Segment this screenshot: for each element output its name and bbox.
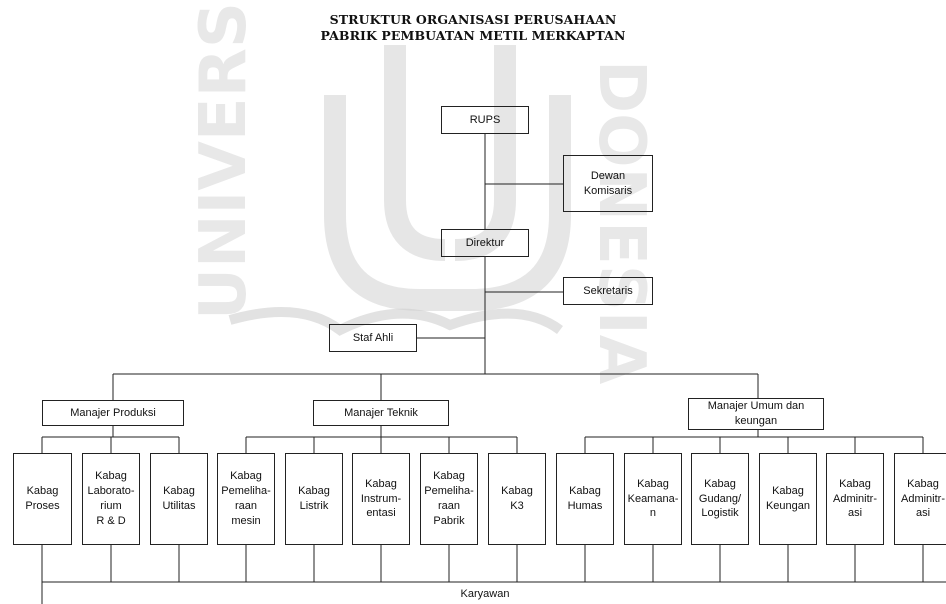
node-kabag-proses: Kabag Proses: [13, 453, 72, 545]
node-kabag-laboratorium: Kabag Laborato- rium R & D: [82, 453, 140, 545]
node-kabag-listrik: Kabag Listrik: [285, 453, 343, 545]
node-kabag-k3: Kabag K3: [488, 453, 546, 545]
node-kabag-administrasi-2: Kabag Adminitr- asi: [894, 453, 946, 545]
node-manajer-produksi: Manajer Produksi: [42, 400, 184, 426]
node-kabag-utilitas: Kabag Utilitas: [150, 453, 208, 545]
node-staf-ahli: Staf Ahli: [329, 324, 417, 352]
node-kabag-instrumentasi: Kabag Instrum- entasi: [352, 453, 410, 545]
node-sekretaris: Sekretaris: [563, 277, 653, 305]
svg-text:UNIVERSI: UNIVERSI: [187, 0, 261, 320]
svg-text:DONESIA: DONESIA: [584, 60, 658, 385]
node-kabag-humas: Kabag Humas: [556, 453, 614, 545]
node-kabag-pemeliharaan-pabrik: Kabag Pemeliha- raan Pabrik: [420, 453, 478, 545]
node-kabag-pemeliharaan-mesin: Kabag Pemeliha- raan mesin: [217, 453, 275, 545]
node-manajer-umum-keuangan: Manajer Umum dan keungan: [688, 398, 824, 430]
node-direktur: Direktur: [441, 229, 529, 257]
node-kabag-gudang-logistik: Kabag Gudang/ Logistik: [691, 453, 749, 545]
node-karyawan: Karyawan: [460, 588, 510, 600]
node-dewan-komisaris: Dewan Komisaris: [563, 155, 653, 212]
node-manajer-teknik: Manajer Teknik: [313, 400, 449, 426]
node-kabag-keungan: Kabag Keungan: [759, 453, 817, 545]
node-rups: RUPS: [441, 106, 529, 134]
chart-title-line-2: PABRIK PEMBUATAN METIL MERKAPTAN: [320, 28, 626, 43]
node-kabag-administrasi-1: Kabag Adminitr- asi: [826, 453, 884, 545]
chart-title-line-1: STRUKTUR ORGANISASI PERUSAHAAN: [329, 12, 617, 27]
node-kabag-keamanan: Kabag Keamana- n: [624, 453, 682, 545]
